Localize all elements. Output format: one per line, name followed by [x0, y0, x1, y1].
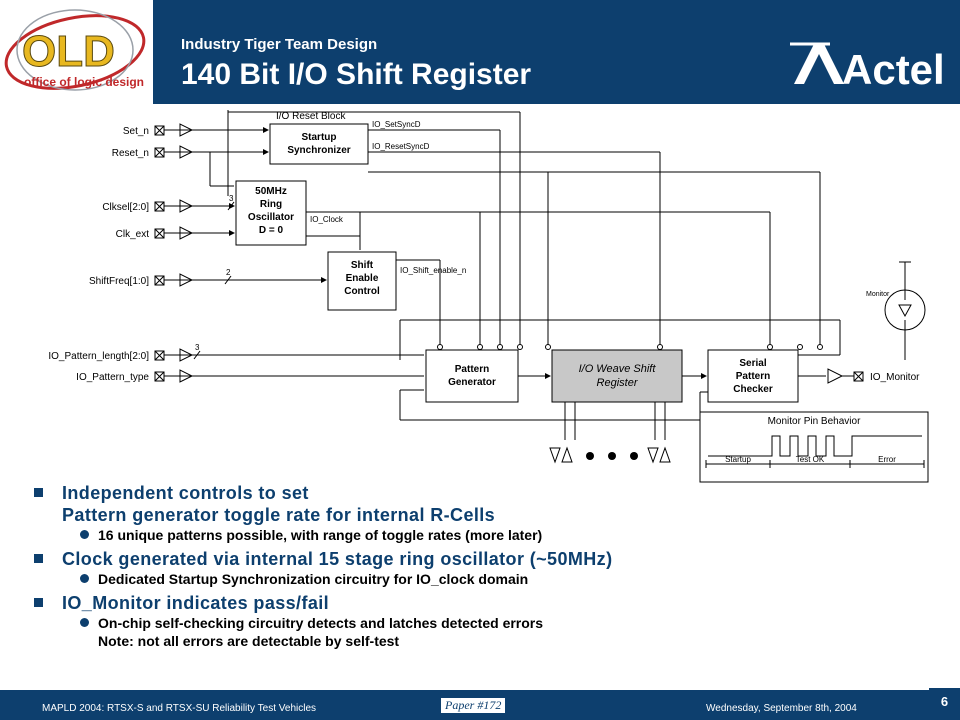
behavior-title: Monitor Pin Behavior: [768, 416, 861, 427]
sub-bullet-1-1: 16 unique patterns possible, with range …: [34, 526, 934, 544]
square-bullet-icon: [34, 488, 43, 497]
old-logo: OLD office of logic design: [0, 0, 153, 104]
bullet-1-text: Independent controls to set: [62, 483, 309, 503]
osc-label-3: Oscillator: [248, 212, 294, 223]
bus-width-clksel: 3: [229, 194, 234, 203]
input-buffers: [154, 123, 194, 383]
startup-label-1: Startup: [302, 132, 337, 143]
input-label-set: Set_n: [123, 126, 149, 137]
osc-label-4: D = 0: [259, 225, 284, 236]
bullet-list: Independent controls to set Pattern gene…: [34, 482, 934, 650]
phase-test-ok: Test OK: [796, 455, 825, 464]
input-label-shiftfreq: ShiftFreq[1:0]: [89, 276, 149, 287]
bullet-3: IO_Monitor indicates pass/fail: [34, 592, 934, 614]
square-bullet-icon: [34, 554, 43, 563]
sub-bullet-1-1-text: 16 unique patterns possible, with range …: [98, 527, 543, 543]
shift-label-1: Shift: [351, 260, 374, 271]
logo-graphic: OLD office of logic design: [4, 9, 146, 91]
input-label-pattern-length: IO_Pattern_length[2:0]: [48, 351, 149, 362]
pattern-label-2: Generator: [448, 377, 496, 388]
square-bullet-icon: [34, 598, 43, 607]
page-number: 6: [929, 688, 960, 720]
input-label-clksel: Clksel[2:0]: [102, 202, 149, 213]
shift-register-diagram: 3 2 3 Set_n Reset_n Clksel[2:0] Clk_ext …: [48, 110, 929, 483]
round-bullet-icon: [80, 530, 89, 539]
sub-bullet-2-1-text: Dedicated Startup Synchronization circui…: [98, 571, 529, 587]
osc-label-1: 50MHz: [255, 186, 287, 197]
bullet-1: Independent controls to set Pattern gene…: [34, 482, 934, 526]
sub-bullet-3-1: On-chip self-checking circuitry detects …: [34, 614, 934, 632]
weave-label-2: Register: [597, 377, 639, 389]
signal-set-sync: IO_SetSyncD: [372, 120, 421, 129]
round-bullet-icon: [80, 618, 89, 627]
paper-number: Paper #172: [441, 698, 506, 713]
signal-reset-sync: IO_ResetSyncD: [372, 142, 430, 151]
signal-shift-enable: IO_Shift_enable_n: [400, 266, 466, 275]
signal-io-clock: IO_Clock: [310, 215, 344, 224]
footer-left-text: MAPLD 2004: RTSX-S and RTSX-SU Reliabili…: [42, 703, 317, 714]
output-label-io-monitor: IO_Monitor: [870, 372, 920, 383]
bullet-1-line2: Pattern generator toggle rate for intern…: [62, 505, 496, 525]
io-reset-block-label: I/O Reset Block: [276, 111, 346, 122]
shift-label-3: Control: [344, 286, 380, 297]
actel-brand: Actel: [842, 46, 945, 88]
bus-width-shiftfreq: 2: [226, 268, 231, 277]
logo-mark: OLD: [22, 27, 115, 76]
monitor-label: Monitor: [866, 291, 890, 298]
bullet-2: Clock generated via internal 15 stage ri…: [34, 548, 934, 570]
shift-enable-block: [327, 251, 397, 311]
header-bar: [0, 0, 960, 104]
slide-subtitle: Industry Tiger Team Design: [181, 36, 378, 53]
monitor-behavior-box: [699, 411, 929, 483]
osc-label-2: Ring: [260, 199, 282, 210]
footer-date: Wednesday, September 8th, 2004: [706, 703, 857, 714]
input-label-clk-ext: Clk_ext: [116, 229, 150, 240]
input-label-pattern-type: IO_Pattern_type: [76, 372, 149, 383]
shift-label-2: Enable: [346, 273, 379, 284]
monitor-waveform: [708, 435, 922, 457]
startup-block: [269, 123, 369, 165]
phase-error: Error: [878, 455, 896, 464]
input-label-reset: Reset_n: [112, 148, 149, 159]
oscillator-block: [235, 180, 307, 246]
startup-label-2: Synchronizer: [287, 145, 350, 156]
sub-bullet-3-1-text: On-chip self-checking circuitry detects …: [98, 615, 544, 631]
weave-label-1: I/O Weave Shift: [579, 363, 657, 375]
bullet-3-text: IO_Monitor indicates pass/fail: [62, 593, 330, 613]
actel-logo: Actel: [790, 42, 945, 88]
weave-register-block: [551, 349, 683, 403]
phase-startup: Startup: [725, 455, 751, 464]
checker-label-2: Pattern: [736, 371, 770, 382]
sub-bullet-3-2-text: Note: not all errors are detectable by s…: [98, 633, 400, 649]
checker-label-3: Checker: [733, 384, 773, 395]
sub-bullet-2-1: Dedicated Startup Synchronization circui…: [34, 570, 934, 588]
round-bullet-icon: [80, 574, 89, 583]
bullet-2-text: Clock generated via internal 15 stage ri…: [62, 549, 613, 569]
bus-width-pattern-length: 3: [195, 343, 200, 352]
logo-text: office of logic design: [24, 75, 144, 89]
pattern-generator-block: [425, 349, 519, 403]
checker-label-1: Serial: [739, 358, 766, 369]
slide-title: 140 Bit I/O Shift Register: [181, 58, 532, 91]
pattern-label-1: Pattern: [455, 364, 489, 375]
sub-bullet-3-2: Note: not all errors are detectable by s…: [34, 632, 934, 650]
